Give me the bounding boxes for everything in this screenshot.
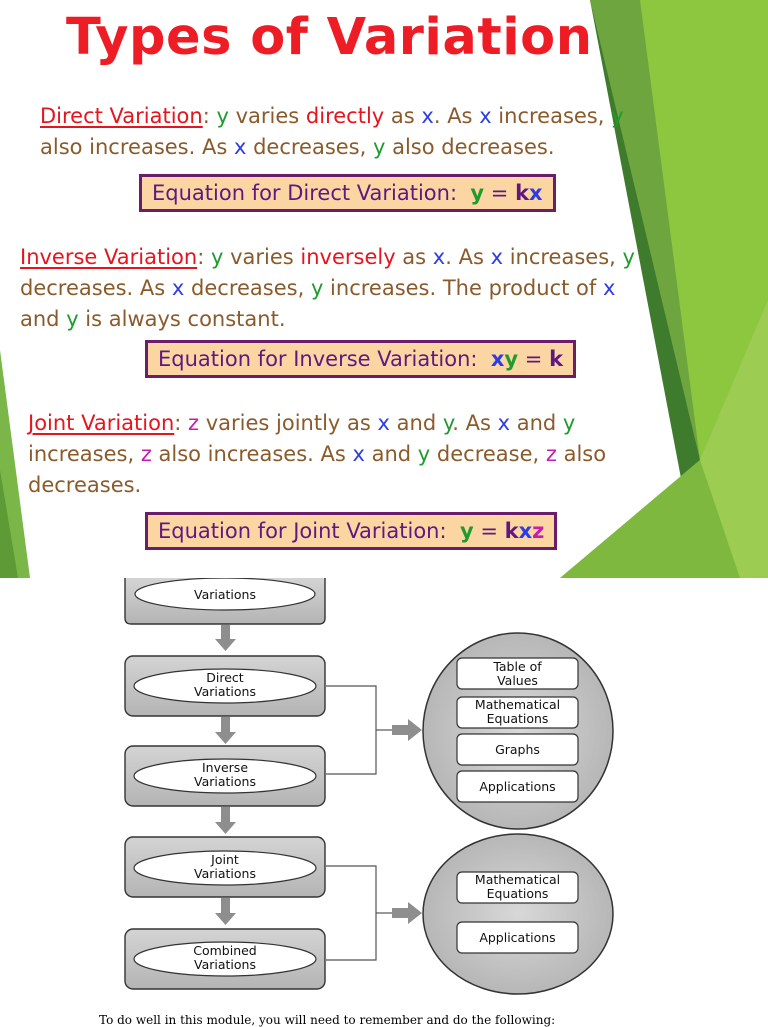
group1-box-label: Graphs: [495, 742, 540, 757]
module-footer-text: To do well in this module, you will need…: [99, 1013, 556, 1027]
slide-panel: Types of Variation Direct Variation: y v…: [0, 0, 768, 578]
equation-x: x: [490, 347, 505, 371]
equation-k: k: [515, 181, 530, 205]
flow-node-variations: Variations: [124, 578, 326, 625]
joint-equation-label: Equation for Joint Variation:: [158, 519, 447, 543]
direct-variation-equation-box: Equation for Direct Variation: y = kx: [139, 174, 556, 212]
flow-arrows: [215, 625, 236, 925]
joint-variation-definition: Joint Variation: z varies jointly as x a…: [28, 411, 607, 497]
equation-equals: =: [524, 347, 543, 371]
group2-box: [456, 921, 579, 954]
direct-variation-definition: Direct Variation: y varies directly as x…: [40, 104, 624, 159]
group2-box: [456, 871, 579, 904]
group1-box: [456, 696, 579, 729]
inverse-equation-label: Equation for Inverse Variation:: [158, 347, 478, 371]
group1-box: [456, 770, 579, 803]
equation-z: z: [532, 519, 545, 543]
equation-x: x: [529, 181, 543, 205]
group1-box: [456, 657, 579, 690]
group1-box: [456, 733, 579, 766]
direct-equation-label: Equation for Direct Variation:: [152, 181, 458, 205]
equation-y: y: [504, 347, 519, 371]
group2-circle: [422, 833, 614, 995]
green-accent-background: [0, 0, 768, 578]
slide-title: Types of Variation: [66, 8, 593, 67]
group2-box-label: Applications: [479, 930, 555, 945]
joint-variation-label: Joint Variation: [28, 411, 175, 435]
connector-lines: [326, 685, 392, 961]
equation-x: x: [518, 519, 533, 543]
equation-equals: =: [490, 181, 509, 205]
equation-k: k: [549, 347, 564, 371]
joint-variation-equation-box: Equation for Joint Variation: y = kxz: [145, 512, 558, 550]
equation-equals: =: [480, 519, 498, 543]
inverse-variation-label: Inverse Variation: [20, 245, 198, 269]
direct-variation-label: Direct Variation: [40, 104, 203, 128]
inverse-variation-definition: Inverse Variation: y varies inversely as…: [20, 245, 635, 331]
equation-k: k: [504, 519, 519, 543]
flow-node-label: Variations: [194, 587, 256, 602]
group1-box-label: Applications: [479, 779, 555, 794]
inverse-variation-equation-box: Equation for Inverse Variation: xy = k: [145, 340, 577, 378]
equation-y: y: [470, 181, 485, 205]
right-arrows: [392, 719, 422, 924]
equation-y: y: [459, 519, 474, 543]
